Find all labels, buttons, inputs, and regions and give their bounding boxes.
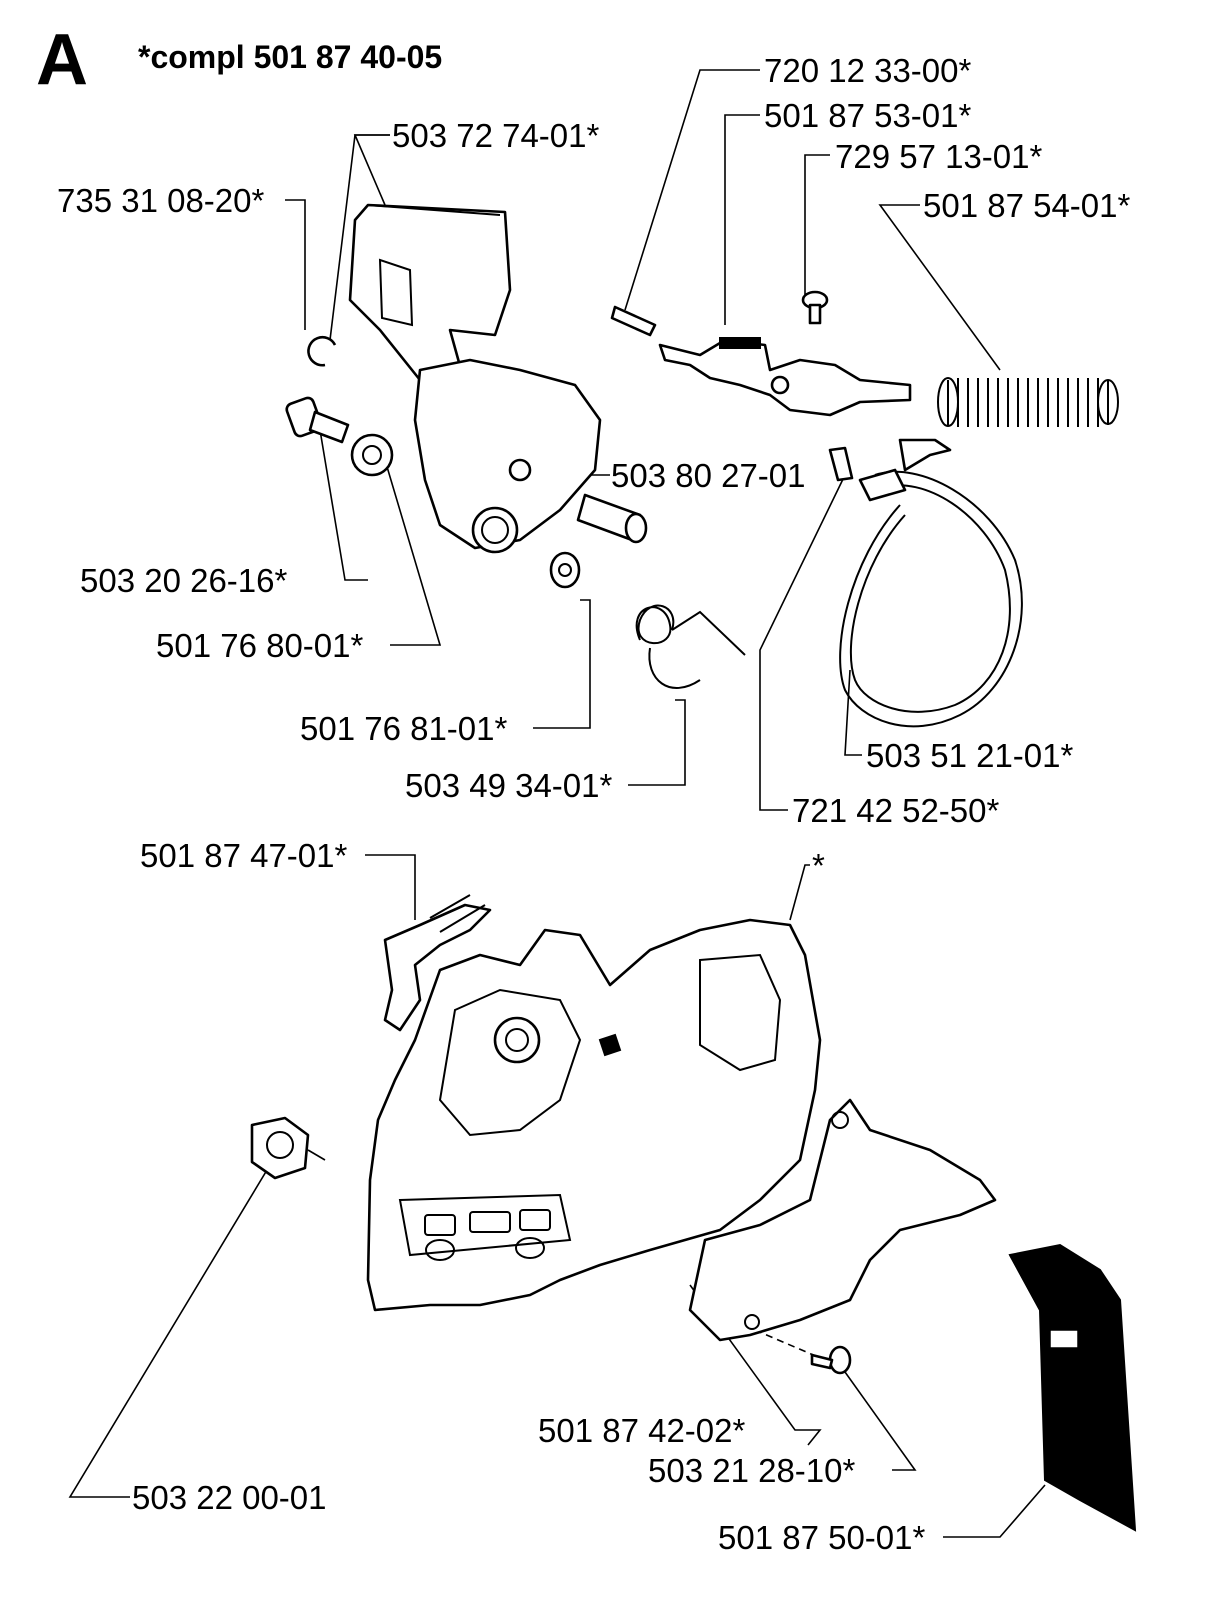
clutch-cover-drawing: [366, 918, 822, 1312]
pin-drawing: [576, 493, 648, 544]
label-729-57-13-01: 729 57 13-01*: [835, 138, 1043, 175]
label-503-72-74-01: 503 72 74-01*: [392, 117, 600, 154]
brake-band-drawing: [839, 438, 1023, 728]
label-721-42-52-50: 721 42 52-50*: [792, 792, 1000, 829]
label-735-31-08-20: 735 31 08-20*: [57, 182, 265, 219]
plate-screw-drawing: [810, 1345, 852, 1375]
section-letter: A: [36, 20, 88, 100]
cover-plate-drawing: [1008, 1243, 1137, 1532]
label-501-87-42-02: 501 87 42-02*: [538, 1412, 746, 1449]
label-501-87-50-01: 501 87 50-01*: [718, 1519, 926, 1556]
label-503-20-26-16: 503 20 26-16*: [80, 562, 288, 599]
label-503-22-00-01: 503 22 00-01: [132, 1479, 327, 1516]
sleeve-drawing: [549, 551, 581, 589]
label-501-87-47-01: 501 87 47-01*: [140, 837, 348, 874]
bushing-drawing: [350, 433, 394, 477]
chain-guide-plate-drawing: [688, 1098, 997, 1342]
leader-lines: [68, 69, 1046, 1538]
torsion-spring-drawing: [635, 604, 746, 690]
latch-screw-drawing: [801, 290, 829, 325]
label-501-87-53-01: 501 87 53-01*: [764, 97, 972, 134]
bolt-drawing: [285, 396, 350, 444]
spring-pin-drawing: [610, 305, 657, 337]
label-503-80-27-01: 503 80 27-01: [611, 457, 806, 494]
label-501-76-81-01: 501 76 81-01*: [300, 710, 508, 747]
label-503-51-21-01: 503 51 21-01*: [866, 737, 1074, 774]
label-501-87-54-01: 501 87 54-01*: [923, 187, 1131, 224]
part-labels: 720 12 33-00* 501 87 53-01* 729 57 13-01…: [57, 52, 1131, 1556]
brake-handle-drawing: [348, 203, 602, 554]
label-503-21-28-10: 503 21 28-10*: [648, 1452, 856, 1489]
coil-spring-drawing: [937, 377, 1119, 427]
band-pin-drawing: [828, 446, 854, 482]
assembly-title: *compl 501 87 40-05: [138, 39, 442, 75]
brake-latch-drawing: [658, 337, 912, 417]
label-503-49-34-01: 503 49 34-01*: [405, 767, 613, 804]
spring-clip-drawing: [383, 894, 492, 1032]
label-asterisk: *: [812, 847, 825, 884]
circlip-drawing: [307, 335, 337, 367]
label-501-76-80-01: 501 76 80-01*: [156, 627, 364, 664]
bar-nut-drawing: [250, 1116, 310, 1180]
label-720-12-33-00: 720 12 33-00*: [764, 52, 972, 89]
